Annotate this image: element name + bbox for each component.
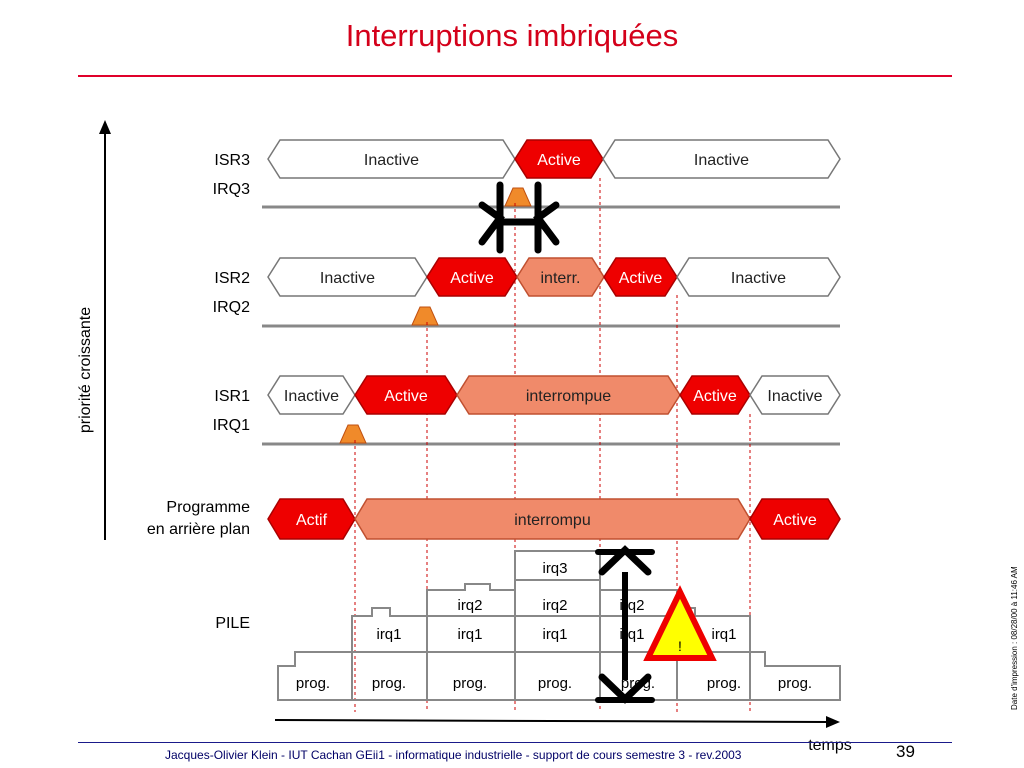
isr2-segment-label: Inactive — [731, 270, 786, 287]
background-segment-label: Active — [773, 512, 817, 529]
isr2-label: ISR2 — [214, 270, 250, 287]
isr3-segment-label: Inactive — [364, 152, 419, 169]
stack-irq3: irq3 — [542, 560, 567, 577]
isr2-segment-label: Active — [619, 270, 663, 287]
isr1-segment-label: interrompue — [526, 388, 611, 405]
footer-text: Jacques-Olivier Klein - IUT Cachan GEii1… — [165, 748, 742, 762]
blocked-interrupt-symbol — [478, 181, 560, 254]
isr1-segment-inactive — [749, 375, 841, 415]
irq2-label: IRQ2 — [213, 299, 250, 316]
background-segment-label: interrompu — [514, 512, 590, 529]
background-label-line2: en arrière plan — [147, 521, 250, 538]
isr2-segment-inactive — [676, 257, 841, 297]
footer-rule — [78, 742, 952, 743]
isr1-segment-label: Inactive — [284, 388, 339, 405]
irq3-pulse — [504, 187, 532, 207]
isr3-segment-label: Inactive — [694, 152, 749, 169]
isr2-segment-label: interr. — [540, 270, 580, 287]
stack-label: PILE — [215, 615, 250, 632]
time-axis-arrow — [826, 716, 840, 728]
print-date: Date d'impression : 08/28/00 à 11:46 AM — [1010, 566, 1019, 710]
isr1-label: ISR1 — [214, 388, 250, 405]
irq1-label: IRQ1 — [213, 417, 250, 434]
stack-prog-4: prog. — [538, 675, 572, 692]
stack-prog-3: prog. — [453, 675, 487, 692]
page-number: 39 — [896, 742, 915, 761]
stack-irq1-1: irq1 — [376, 626, 401, 643]
stack-irq2-1: irq2 — [457, 597, 482, 614]
stack-prog-7: prog. — [778, 675, 812, 692]
background-label-line1: Programme — [166, 499, 250, 516]
background-segment-label: Actif — [296, 512, 328, 529]
irq1-pulse — [339, 424, 367, 444]
isr3-label: ISR3 — [214, 152, 250, 169]
isr3-segment-label: Active — [537, 152, 581, 169]
stack-depth-arrow — [595, 545, 655, 704]
warning-mark: ! — [678, 638, 682, 654]
stack-irq1-2: irq1 — [457, 626, 482, 643]
irq3-label: IRQ3 — [213, 181, 250, 198]
background-segment-active — [749, 498, 841, 540]
priority-axis-arrow — [99, 120, 111, 134]
irq2-pulse — [411, 306, 439, 326]
isr1-segment-label: Active — [693, 388, 737, 405]
isr2-timeline: Inactive Active interr. Active Inactive — [267, 257, 841, 297]
stack-irq1-3: irq1 — [542, 626, 567, 643]
isr1-timeline: Inactive Active interrompue Active Inactive — [267, 375, 841, 415]
stack-irq2-2: irq2 — [542, 597, 567, 614]
warning-icon: ! — [643, 585, 717, 661]
time-axis — [274, 719, 829, 723]
stack-prog-6: prog. — [707, 675, 741, 692]
isr1-segment-label: Active — [384, 388, 428, 405]
isr3-timeline: Inactive Active Inactive — [267, 139, 841, 179]
background-timeline: Actif interrompu Active — [267, 498, 841, 540]
stack-prog-1: prog. — [296, 675, 330, 692]
title-rule — [78, 75, 952, 77]
isr2-segment-label: Inactive — [320, 270, 375, 287]
time-axis-label: temps — [808, 737, 852, 754]
stack-irq1-5: irq1 — [711, 626, 736, 643]
priority-axis-label: priorité croissante — [77, 307, 94, 433]
isr2-segment-label: Active — [450, 270, 494, 287]
isr3-segment-inactive — [602, 139, 841, 179]
slide-title: Interruptions imbriquées — [345, 18, 679, 53]
stack-prog-2: prog. — [372, 675, 406, 692]
stack-diagram: prog. prog. prog. prog. prog. prog. prog… — [277, 550, 841, 701]
isr1-segment-label: Inactive — [767, 388, 822, 405]
